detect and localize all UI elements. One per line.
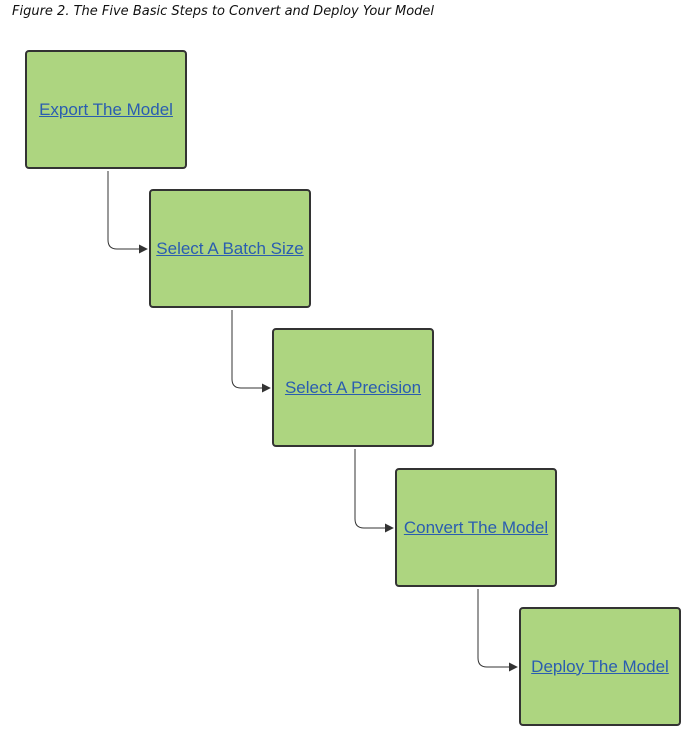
select-batch-size-link[interactable]: Select A Batch Size (156, 238, 304, 258)
step-box-export-model: Export The Model (25, 50, 187, 169)
connector-arrow-4 (477, 589, 518, 672)
figure-caption: Figure 2. The Five Basic Steps to Conver… (12, 4, 435, 19)
convert-model-link[interactable]: Convert The Model (403, 517, 549, 537)
step-box-select-batch-size: Select A Batch Size (149, 189, 311, 308)
export-model-link[interactable]: Export The Model (39, 99, 173, 119)
deploy-model-link[interactable]: Deploy The Model (531, 656, 669, 676)
step-box-convert-model: Convert The Model (395, 468, 557, 587)
step-box-select-precision: Select A Precision (272, 328, 434, 447)
connector-arrow-2 (231, 310, 271, 393)
connector-arrow-3 (354, 449, 394, 533)
connector-arrow-1 (107, 171, 148, 254)
step-box-deploy-model: Deploy The Model (519, 607, 681, 726)
select-precision-link[interactable]: Select A Precision (284, 377, 422, 397)
